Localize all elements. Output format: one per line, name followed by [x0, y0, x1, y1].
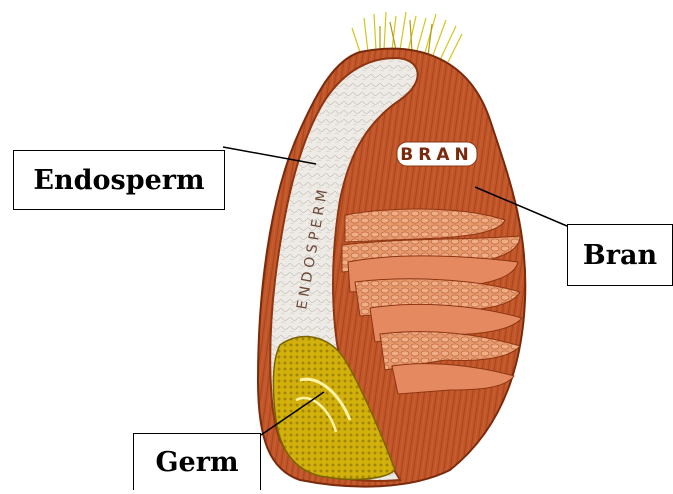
bran-tag-text: BRAN	[400, 145, 473, 165]
germ-label: Germ	[133, 433, 261, 490]
endosperm-label: Endosperm	[13, 150, 225, 210]
bran-label: Bran	[567, 224, 673, 286]
